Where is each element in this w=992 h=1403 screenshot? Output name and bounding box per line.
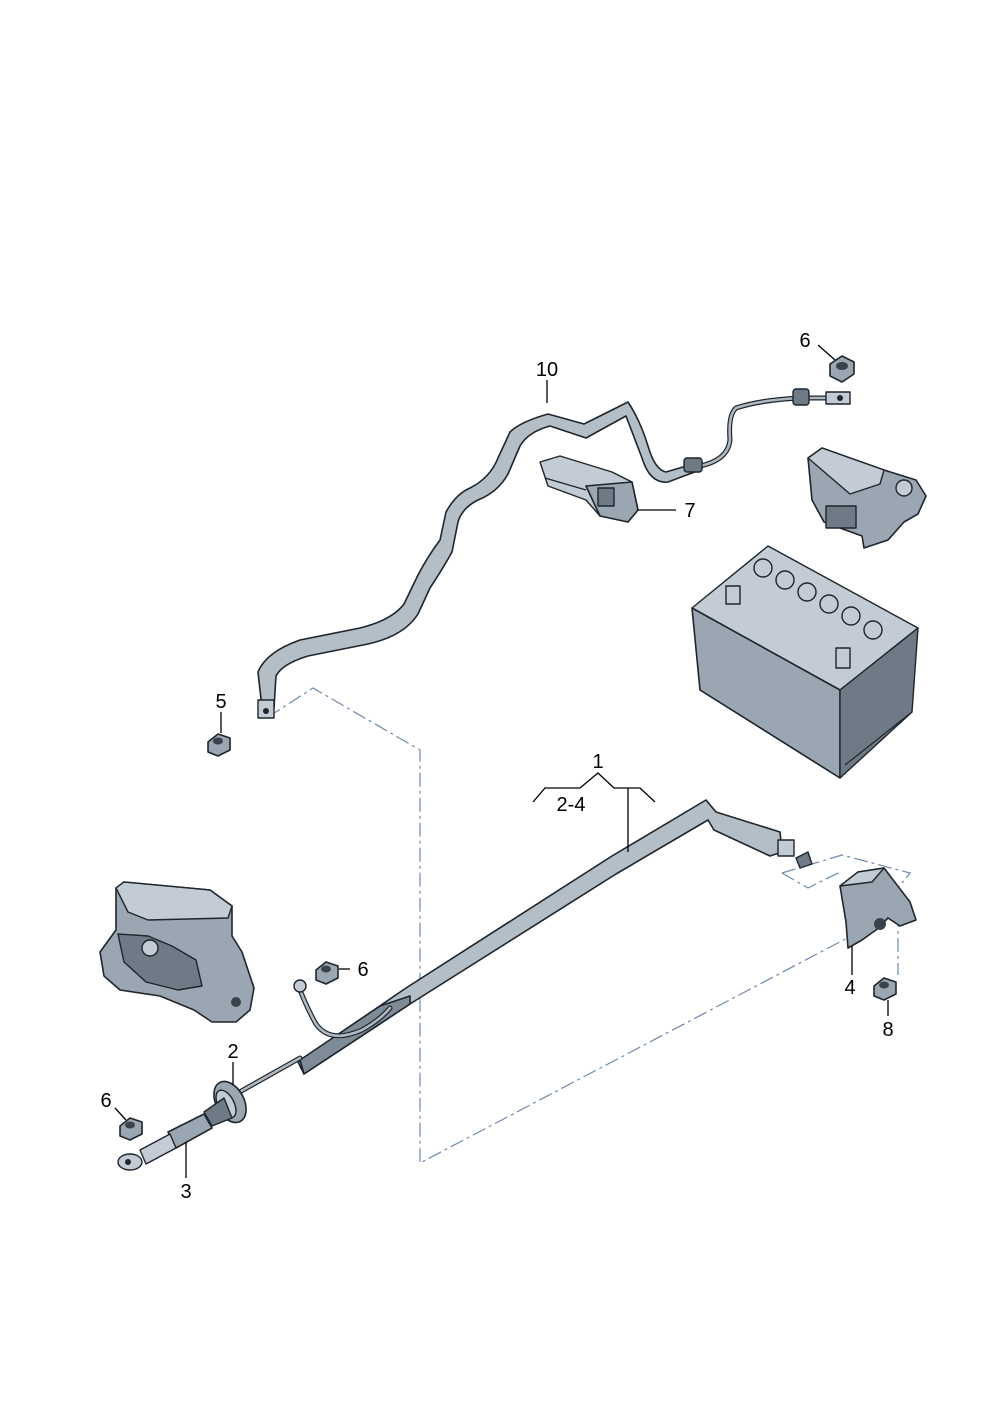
callout-2-4: 2-4 (557, 794, 586, 816)
tray-cover-icon (99, 881, 255, 1023)
callout-7: 7 (684, 500, 695, 522)
battery-cable-icon (257, 388, 851, 719)
terminal-icon (539, 455, 639, 523)
nut-icon (315, 961, 339, 985)
nut-icon (207, 733, 231, 757)
nut-icon (873, 977, 897, 1001)
ground-wire-icon (293, 979, 393, 1039)
callout-3: 3 (180, 1181, 191, 1203)
callout-4: 4 (844, 977, 855, 999)
callout-1: 1 (592, 751, 603, 773)
callout-6-top: 6 (799, 330, 810, 352)
nut-icon (829, 355, 855, 383)
ground-cable-icon (297, 799, 813, 1075)
grommet-icon (203, 1055, 303, 1127)
callout-10: 10 (536, 359, 558, 381)
callout-6-left: 6 (100, 1090, 111, 1112)
callout-5: 5 (215, 691, 226, 713)
bracket-icon (839, 867, 917, 949)
terminal-cover-icon (807, 447, 927, 549)
battery-icon (691, 545, 919, 779)
nut-icon (119, 1117, 143, 1141)
callout-8: 8 (882, 1019, 893, 1041)
callout-labels: 10 6 7 5 1 2-4 6 2 6 3 4 8 (100, 330, 893, 1203)
leader-lines (114, 344, 889, 1178)
callout-6-mid: 6 (357, 959, 368, 981)
callout-2: 2 (227, 1041, 238, 1063)
cable-eyelet-icon (117, 1113, 213, 1171)
